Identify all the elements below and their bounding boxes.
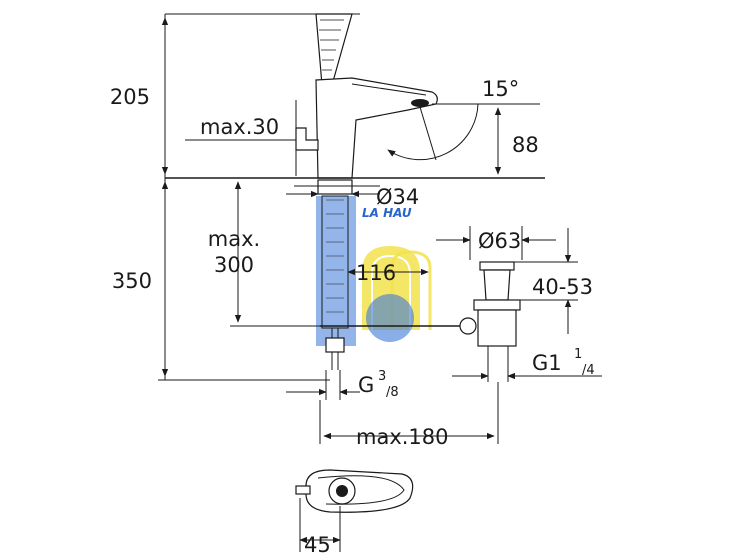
dimension-116: 116 [347,261,429,285]
dim-max30-label: max.30 [200,115,279,139]
dim-g38-base: G [358,373,374,397]
dimension-max300: max. 300 [208,181,260,323]
dim-116-label: 116 [356,261,396,285]
dim-g38-sup: 3 [378,369,386,384]
dimension-d34: Ø34 [286,179,419,209]
dimension-88: 88 [432,103,540,175]
dimension-g38: G 3 /8 [286,369,399,400]
dim-d63-label: Ø63 [478,229,521,253]
dim-g38-sub: /8 [386,385,399,400]
dim-max300-line1: max. [208,227,260,251]
dimension-max30: max.30 [185,100,297,176]
dimension-350: 350 [112,181,330,381]
dim-g114-sub: /4 [582,363,595,378]
dim-40-53-label: 40-53 [532,275,593,299]
dim-angle-label: 15° [482,77,519,101]
dim-g114-base: G1 [532,351,562,375]
dimension-max180: max.180 [319,382,499,449]
dim-max180-label: max.180 [356,425,449,449]
dim-88-label: 88 [512,133,539,157]
faucet-shank [230,195,464,370]
dimension-d63: Ø63 [436,226,556,260]
dim-45-label: 45 [304,533,331,557]
dimension-40-53: 40-53 [514,228,593,334]
watermark-blue-circle [366,294,414,342]
dimension-g114: G1 1 /4 [452,347,602,380]
dim-d34-label: Ø34 [376,185,419,209]
faucet-top-view: 45 [295,469,414,557]
watermark-text: LA HAU [362,206,412,220]
dim-g114-sup: 1 [574,347,582,362]
dim-205-label: 205 [110,85,150,109]
dim-max300-line2: 300 [214,253,254,277]
drain-assembly [459,261,521,382]
dim-350-label: 350 [112,269,152,293]
dimension-205: 205 [110,17,169,175]
